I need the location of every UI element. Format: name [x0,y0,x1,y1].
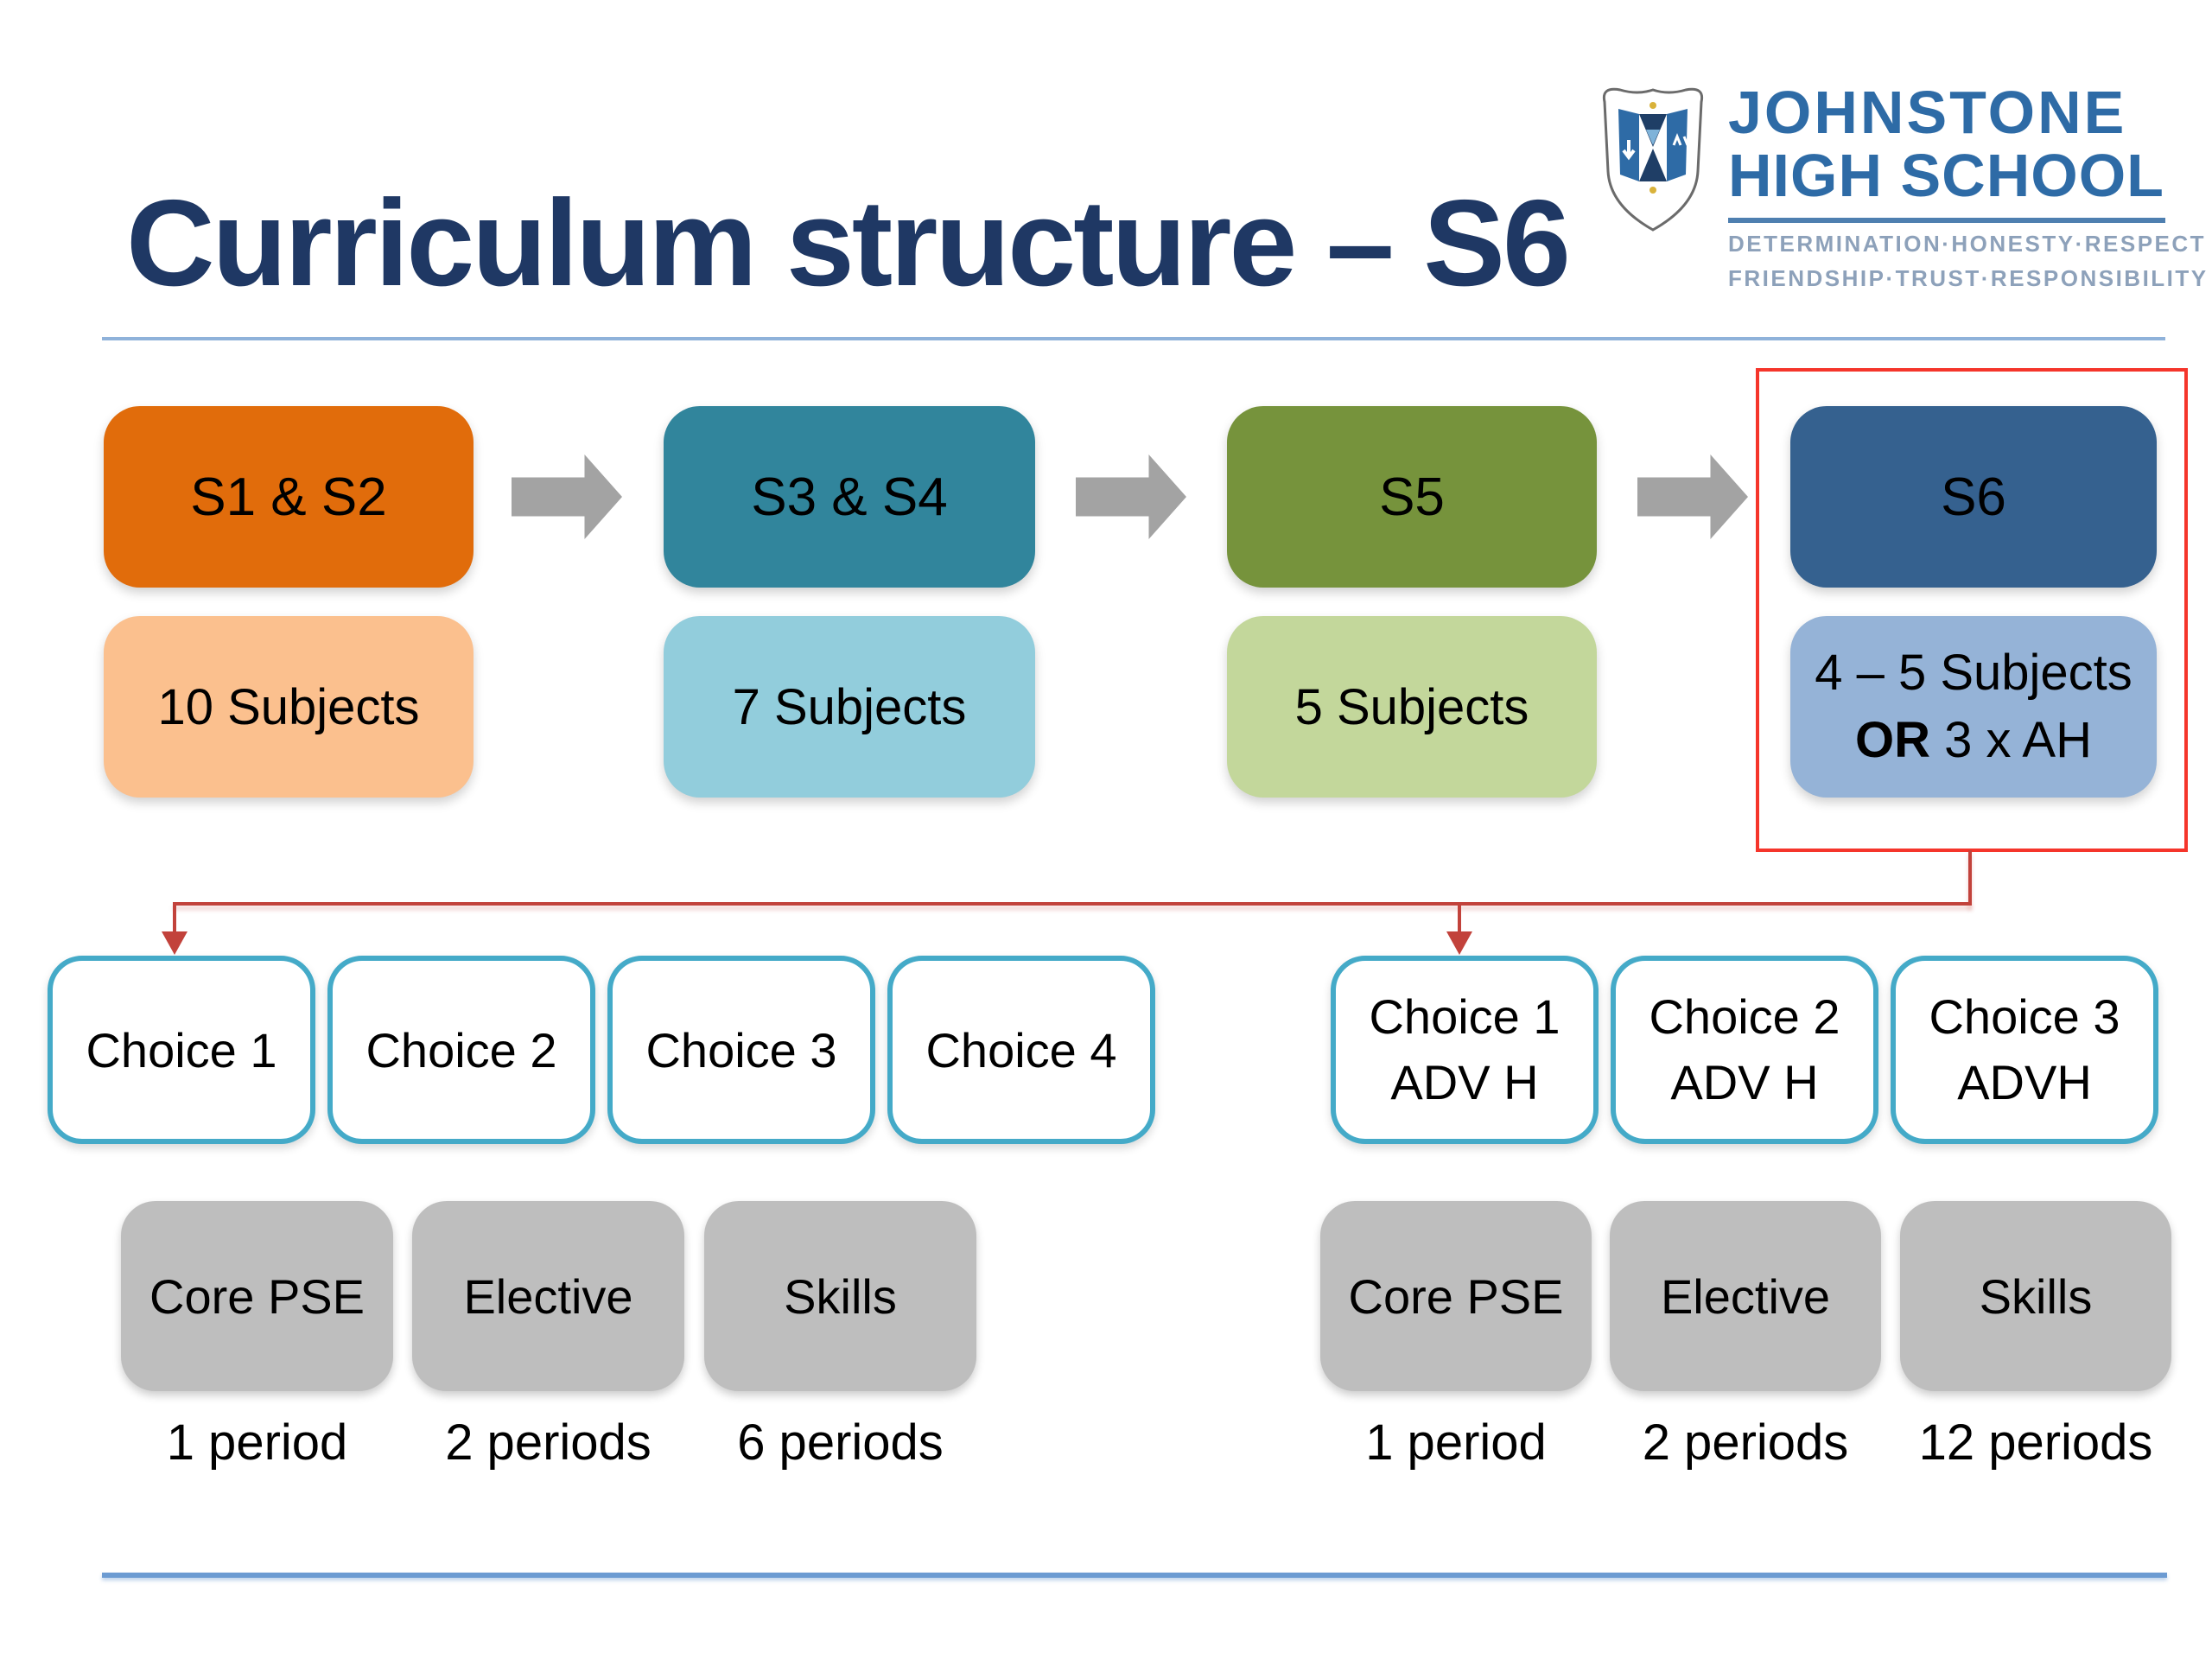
school-motto-line2: FRIENDSHIP·TRUST·RESPONSIBILITY [1728,264,2209,291]
stage-box-s1s2: S1 & S2 [104,406,474,588]
period-label: 2 periods [445,1414,652,1471]
flow-arrow-icon [512,454,622,539]
stage-box-s5: S5 [1227,406,1597,588]
s6-ah-label: 3 x AH [1930,712,2092,768]
choice-advh-line2: ADV H [1670,1055,1819,1109]
choice-box-advh-1: Choice 1 ADV H [1331,956,1599,1144]
school-logo: JOHNSTONE HIGH SCHOOL DETERMINATION·HONE… [1728,79,2209,292]
choice-advh-line2: ADVH [1957,1055,2092,1109]
allocation-box-elective: Elective [1610,1201,1881,1391]
choice-advh-line1: Choice 1 [1369,989,1560,1045]
subjects-box-s3s4: 7 Subjects [664,616,1035,798]
connector-arrowhead-icon [1446,931,1472,955]
stage-box-s6: S6 [1790,406,2157,588]
period-label: 6 periods [737,1414,944,1471]
choice-advh-line1: Choice 3 [1929,989,2120,1045]
s6-highlight-frame [1756,368,2188,852]
period-label: 1 period [1365,1414,1547,1471]
choice-advh-line1: Choice 2 [1649,989,1840,1045]
choice-box-advh-3: Choice 3 ADVH [1891,956,2158,1144]
footer-divider [102,1573,2167,1578]
school-crest-icon [1602,87,1704,232]
choice-box-advh-2: Choice 2 ADV H [1611,956,1878,1144]
connector-line-vertical [1968,850,1972,906]
connector-arrowhead-icon [162,931,188,955]
logo-divider [1728,217,2165,223]
connector-line-drop-right [1458,906,1461,933]
allocation-box-core-pse: Core PSE [1320,1201,1592,1391]
allocation-box-skills: Skills [704,1201,976,1391]
period-label: 1 period [166,1414,348,1471]
page-title: Curriculum structure – S6 [126,175,1571,312]
flow-arrow-icon [1637,454,1748,539]
connector-line-drop-left [173,906,176,933]
s6-or-label: OR [1855,712,1930,768]
subjects-box-s5: 5 Subjects [1227,616,1597,798]
choice-box-2: Choice 2 [327,956,595,1144]
choice-box-3: Choice 3 [607,956,875,1144]
allocation-box-elective: Elective [412,1201,684,1391]
subjects-box-s6: 4 – 5 Subjects OR 3 x AH [1790,616,2157,798]
allocation-box-core-pse: Core PSE [121,1201,393,1391]
choice-box-1: Choice 1 [48,956,315,1144]
s6-subjects-line1: 4 – 5 Subjects [1815,644,2133,701]
flow-arrow-icon [1076,454,1186,539]
choice-advh-line2: ADV H [1390,1055,1539,1109]
title-divider [102,337,2165,340]
school-motto-line1: DETERMINATION·HONESTY·RESPECT [1728,230,2207,257]
school-name-line1: JOHNSTONE [1728,79,2127,146]
school-name-line2: HIGH SCHOOL [1728,141,2164,209]
connector-line-horizontal [173,902,1972,906]
period-label: 2 periods [1642,1414,1849,1471]
period-label: 12 periods [1918,1414,2153,1471]
subjects-box-s1s2: 10 Subjects [104,616,474,798]
s6-subjects-line2: OR 3 x AH [1855,707,2092,774]
allocation-box-skills: Skills [1900,1201,2171,1391]
stage-box-s3s4: S3 & S4 [664,406,1035,588]
choice-box-4: Choice 4 [887,956,1155,1144]
